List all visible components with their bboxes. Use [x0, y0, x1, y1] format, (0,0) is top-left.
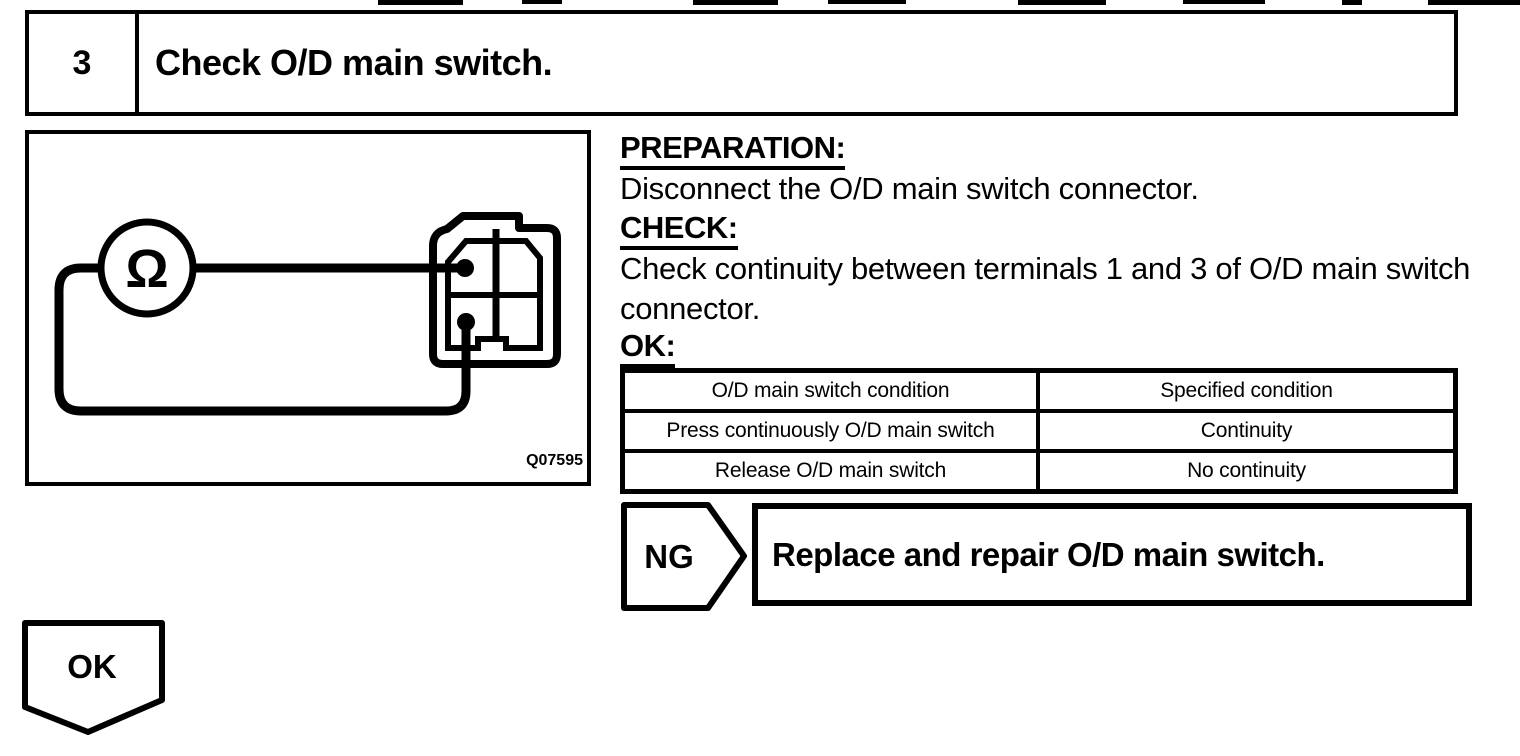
ng-arrow-label: NG	[644, 538, 694, 575]
check-text-line2: connector.	[620, 291, 761, 326]
ok-arrow-shape: OK	[22, 620, 165, 735]
ok-arrow-label: OK	[67, 648, 117, 685]
continuity-spec-table: O/D main switch condition Specified cond…	[620, 368, 1458, 494]
figure-code: Q07595	[526, 452, 583, 469]
ohmmeter-symbol: Ω	[125, 239, 168, 299]
table-cell: No continuity	[1040, 449, 1453, 489]
preparation-label: PREPARATION:	[620, 132, 846, 170]
step-number: 3	[29, 14, 139, 112]
step-header: 3 Check O/D main switch.	[25, 10, 1458, 116]
step-title: Check O/D main switch.	[155, 42, 553, 83]
table-cell: Continuity	[1040, 409, 1453, 449]
terminal-1-dot	[456, 259, 474, 277]
terminal-3-dot	[457, 313, 475, 331]
check-label-row: CHECK:	[620, 212, 738, 250]
circuit-diagram-box: Ω Q07595	[25, 130, 591, 486]
ohmmeter-circuit-diagram: Ω Q07595	[54, 212, 583, 469]
connector-inner-outline	[445, 238, 543, 351]
table-header-condition: O/D main switch condition	[625, 373, 1040, 409]
ng-action-box: Replace and repair O/D main switch.	[752, 503, 1472, 606]
table-cell: Press continuously O/D main switch	[625, 409, 1040, 449]
preparation-text: Disconnect the O/D main switch connector…	[620, 171, 1199, 206]
ng-action-text: Replace and repair O/D main switch.	[772, 535, 1325, 573]
table-header-specified: Specified condition	[1160, 379, 1333, 402]
check-text-line1: Check continuity between terminals 1 and…	[620, 251, 1471, 286]
ng-arrow-shape: NG	[621, 502, 747, 611]
ok-label: OK:	[620, 330, 676, 368]
check-label: CHECK:	[620, 212, 738, 250]
table-cell: Release O/D main switch	[625, 449, 1040, 489]
ohmmeter-circle	[97, 218, 197, 318]
ok-label-row: OK:	[620, 330, 676, 368]
test-lead-loop	[54, 263, 471, 416]
preparation-label-row: PREPARATION:	[620, 132, 846, 170]
